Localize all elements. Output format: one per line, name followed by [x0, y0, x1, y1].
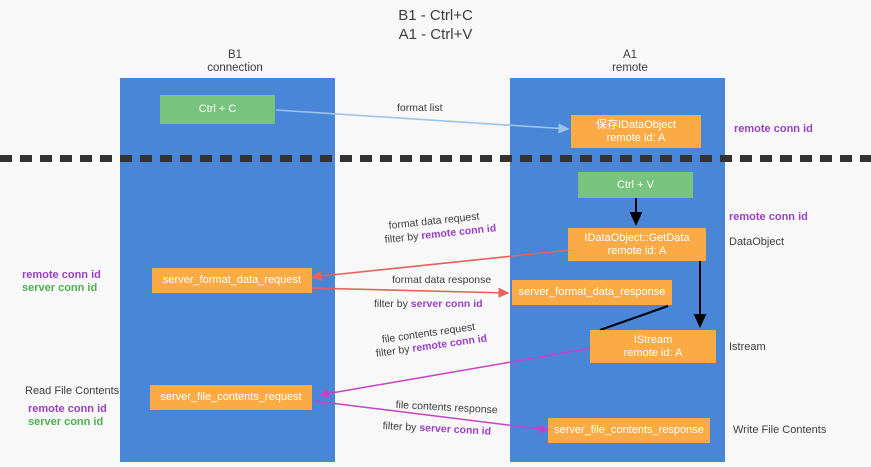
filter-key-server-conn-id: server conn id: [410, 298, 483, 310]
filter-key-server-conn-id: server conn id: [419, 421, 492, 438]
lane-header-a1: A1 remote: [612, 49, 648, 74]
annotation-remote-conn-id-mid: remote conn id: [729, 211, 808, 223]
edge-format-list: [275, 109, 570, 134]
node-ctrl-c[interactable]: Ctrl + C: [160, 95, 275, 124]
node-server-file-contents-response[interactable]: server_file_contents_response: [548, 418, 710, 443]
annotation-read-file-contents: Read File Contents: [25, 385, 120, 397]
annotation-write-file-contents: Write File Contents: [733, 424, 827, 436]
node-idataobject-getdata[interactable]: IDataObject::GetData remote id: A: [568, 228, 706, 261]
filter-prefix: filter by: [384, 230, 422, 246]
edge-label-format-list: format list: [397, 102, 443, 114]
filter-prefix: filter by: [382, 419, 420, 434]
annotation-left-remote-conn-id-mid: remote conn id: [22, 269, 101, 281]
node-server-format-data-response[interactable]: server_format_data_response: [512, 280, 672, 305]
node-istream[interactable]: IStream remote id: A: [590, 330, 716, 363]
edge-format-data-response: [307, 287, 510, 298]
node-server-format-data-request[interactable]: server_format_data_request: [152, 268, 312, 293]
phase-divider: [0, 155, 871, 162]
node-ctrl-v[interactable]: Ctrl + V: [578, 172, 693, 198]
annotation-istream: Istream: [729, 341, 766, 353]
node-server-file-contents-request[interactable]: server_file_contents_request: [150, 385, 312, 410]
edge-format-data-request: [310, 249, 571, 282]
annotation-remote-conn-id-top: remote conn id: [734, 123, 813, 135]
node-save-idataobject[interactable]: 保存IDataObject remote id: A: [571, 115, 701, 148]
edge-label-format-data-response: format data response: [392, 274, 492, 286]
annotation-dataobject: DataObject: [729, 236, 785, 248]
edge-formatresponse-istream: [599, 305, 669, 331]
edge-file-contents-request: [318, 347, 593, 399]
edge-label-format-data-response-filter: filter by server conn id: [374, 297, 483, 311]
edge-file-contents-response: [313, 400, 550, 434]
lane-header-b1: B1 connection: [207, 49, 263, 74]
filter-prefix: filter by: [374, 298, 411, 310]
annotation-left-remote-conn-id-bottom: remote conn id: [28, 403, 107, 415]
diagram-title: B1 - Ctrl+C A1 - Ctrl+V: [398, 7, 473, 43]
annotation-left-server-conn-id-mid: server conn id: [22, 282, 98, 294]
annotation-left-server-conn-id-bottom: server conn id: [28, 416, 104, 428]
